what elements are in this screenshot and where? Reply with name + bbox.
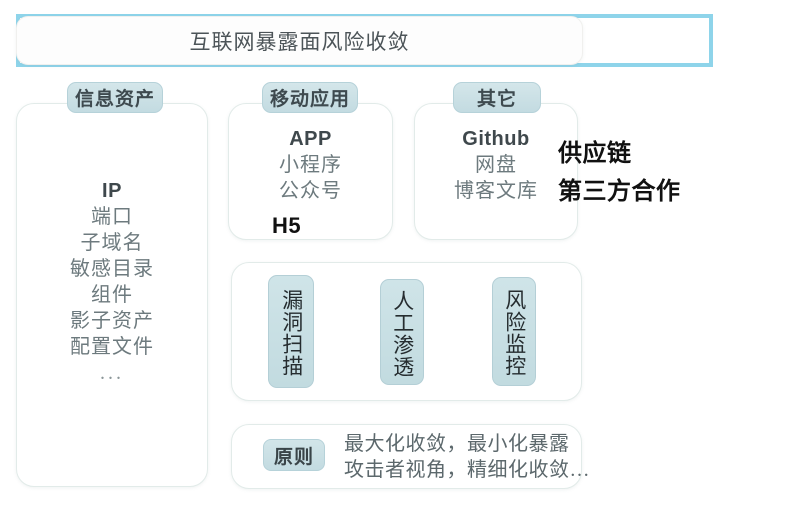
card-information-assets xyxy=(16,103,208,487)
card-mobile-applications xyxy=(228,103,393,240)
principle-line: 攻击者视角，精细化收敛… xyxy=(344,459,590,482)
badge-information-assets: 信息资产 xyxy=(67,82,163,113)
list-item: 公众号 xyxy=(279,180,342,202)
annotation-h5: H5 xyxy=(272,213,302,238)
list-item: APP xyxy=(289,128,332,150)
badge-mobile-applications: 移动应用 xyxy=(262,82,358,113)
list-others: Github 网盘 博客文库 xyxy=(414,126,578,204)
list-item: 影子资产 xyxy=(70,310,154,332)
capability-vulnerability-scan-label: 漏洞扫描 xyxy=(279,289,304,377)
list-item: ... xyxy=(100,362,124,384)
capability-risk-monitoring: 风险监控 xyxy=(492,277,536,386)
capability-risk-monitoring-label: 风险监控 xyxy=(502,289,527,377)
list-information-assets: IP 端口 子域名 敏感目录 组件 影子资产 配置文件 ... xyxy=(16,178,208,386)
principle-text-block: 最大化收敛，最小化暴露 攻击者视角，精细化收敛… xyxy=(344,431,590,484)
header-banner-inner-panel xyxy=(16,16,583,65)
badge-others-label: 其它 xyxy=(476,89,517,110)
list-item: 端口 xyxy=(91,206,133,228)
capability-vulnerability-scan: 漏洞扫描 xyxy=(268,275,314,388)
list-item: 敏感目录 xyxy=(70,258,154,280)
list-item: 配置文件 xyxy=(70,336,154,358)
list-mobile-applications: APP 小程序 公众号 xyxy=(228,126,393,204)
list-item: 组件 xyxy=(91,284,133,306)
badge-information-assets-label: 信息资产 xyxy=(74,89,155,110)
badge-principle-label: 原则 xyxy=(273,446,314,468)
capability-manual-penetration-label: 人工渗透 xyxy=(390,289,415,378)
list-item: 网盘 xyxy=(475,154,517,176)
annotation-third-party-cooperation: 第三方合作 xyxy=(558,178,681,205)
list-item: Github xyxy=(462,128,530,150)
page-title: 互联网暴露面风险收敛 xyxy=(189,29,410,54)
badge-principle: 原则 xyxy=(263,439,325,471)
panel-principle: 原则 最大化收敛，最小化暴露 攻击者视角，精细化收敛… xyxy=(231,424,590,489)
list-item: 子域名 xyxy=(80,232,144,254)
list-item: 小程序 xyxy=(279,154,342,176)
list-item: 博客文库 xyxy=(454,180,538,202)
annotation-supply-chain: 供应链 xyxy=(558,140,632,167)
capability-manual-penetration: 人工渗透 xyxy=(380,279,424,385)
card-others xyxy=(414,103,578,240)
principle-line: 最大化收敛，最小化暴露 xyxy=(344,433,570,455)
badge-others: 其它 xyxy=(453,82,541,113)
list-item: IP xyxy=(102,180,122,202)
badge-mobile-applications-label: 移动应用 xyxy=(269,89,350,110)
